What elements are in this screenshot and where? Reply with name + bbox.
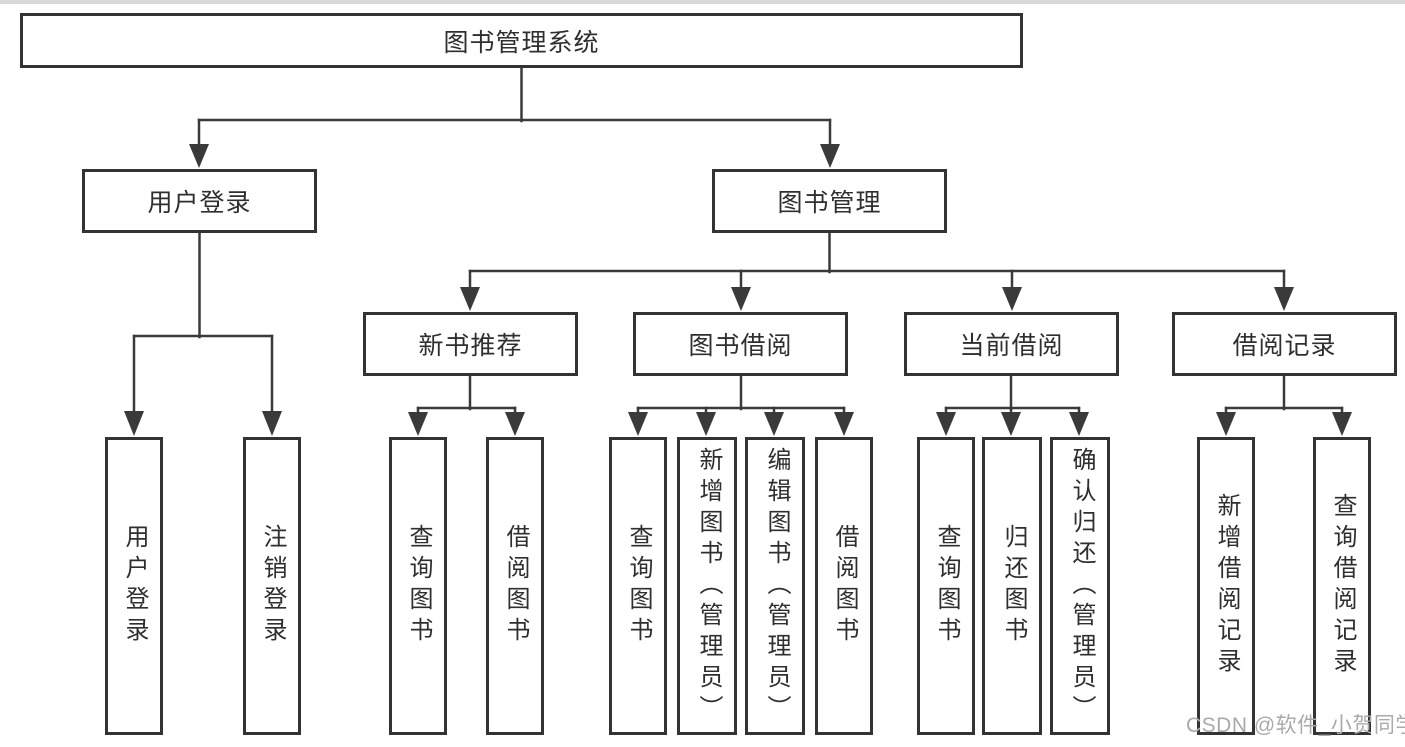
leaf-add-books-admin: 新增图书（管理员） (677, 437, 737, 735)
node-book-borrowing: 图书借阅 (633, 312, 848, 376)
leaf-query-books-current: 查询图书 (917, 437, 975, 735)
leaf-query-books-borrowing: 查询图书 (609, 437, 667, 735)
csdn-watermark: CSDN @软件_小贺同学 (1186, 714, 1405, 737)
leaf-query-books-recommend: 查询图书 (389, 437, 447, 735)
leaf-borrow-books: 借阅图书 (815, 437, 873, 735)
node-library-system: 图书管理系统 (20, 13, 1023, 68)
leaf-user-login: 用户登录 (105, 437, 163, 735)
top-edge-strip (0, 0, 1405, 4)
node-book-management: 图书管理 (712, 169, 947, 233)
node-borrow-records: 借阅记录 (1172, 312, 1397, 376)
leaf-return-books: 归还图书 (982, 437, 1042, 735)
node-user-login-branch: 用户登录 (82, 169, 317, 233)
leaf-query-borrow-record: 查询借阅记录 (1313, 437, 1371, 735)
leaf-add-borrow-record: 新增借阅记录 (1197, 437, 1255, 735)
leaf-borrow-books-recommend: 借阅图书 (486, 437, 544, 735)
node-new-book-recommend: 新书推荐 (363, 312, 578, 376)
leaf-logout: 注销登录 (243, 437, 301, 735)
leaf-confirm-return-admin: 确认归还（管理员） (1050, 437, 1110, 735)
node-current-borrowing: 当前借阅 (904, 312, 1119, 376)
leaf-edit-books-admin: 编辑图书（管理员） (745, 437, 805, 735)
